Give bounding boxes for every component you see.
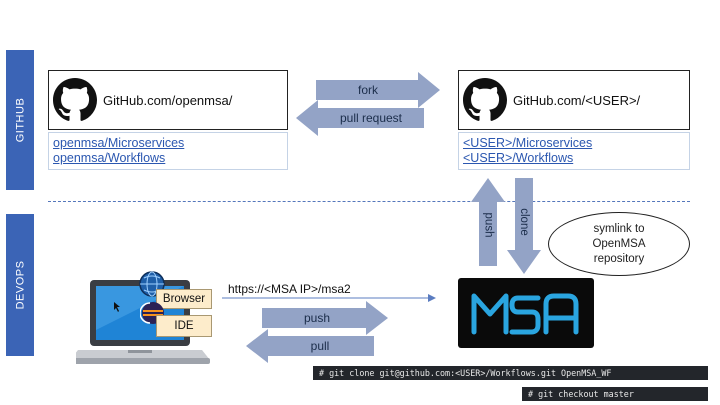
pull-request-arrow xyxy=(296,100,424,136)
note-line-2: OpenMSA xyxy=(592,237,646,250)
symlink-note-bubble: symlink to OpenMSA repository xyxy=(548,212,690,276)
clone-vertical-label: clone xyxy=(518,208,530,236)
clone-vertical-arrow xyxy=(507,178,541,274)
pull-request-arrow-label: pull request xyxy=(339,111,403,125)
push-vertical-label: push xyxy=(482,212,494,238)
fork-workflows-link[interactable]: <USER>/Workflows xyxy=(463,151,574,165)
upstream-microservices-link[interactable]: openmsa/Microservices xyxy=(53,136,185,150)
github-octocat-icon xyxy=(53,78,97,121)
pull-horizontal-label: pull xyxy=(310,339,330,353)
browser-label[interactable]: Browser xyxy=(156,289,212,309)
msa-logo-icon xyxy=(471,293,579,335)
url-arrow xyxy=(222,294,436,302)
push-horizontal-arrow xyxy=(262,301,388,335)
fork-repo-title: GitHub.com/<USER>/ xyxy=(513,92,641,108)
fork-arrow-label: fork xyxy=(357,83,378,97)
section-separator xyxy=(48,201,690,202)
ide-label[interactable]: IDE xyxy=(156,315,212,337)
push-vertical-arrow xyxy=(471,178,505,266)
terminal-line-1: # git clone git@github.com:<USER>/Workfl… xyxy=(319,368,612,378)
github-band-label: GITHUB xyxy=(14,97,26,143)
ide-label-text: IDE xyxy=(174,320,194,332)
devops-band: DEVOPS xyxy=(6,214,34,356)
github-band: GITHUB xyxy=(6,50,34,190)
note-line-3: repository xyxy=(593,252,645,265)
fork-microservices-link[interactable]: <USER>/Microservices xyxy=(463,136,593,150)
push-vertical-label-wrap: push xyxy=(471,205,505,245)
devops-band-label: DEVOPS xyxy=(14,260,27,310)
browser-label-text: Browser xyxy=(162,293,206,305)
github-octocat-icon xyxy=(463,78,507,121)
terminal-line-2: # git checkout master xyxy=(528,389,634,399)
terminal-checkout-command: # git checkout master xyxy=(522,387,708,401)
upstream-links-box: openmsa/Microservices openmsa/Workflows xyxy=(48,132,288,170)
msa-logo-box xyxy=(458,278,594,348)
upstream-repo-title: GitHub.com/openmsa/ xyxy=(103,92,233,108)
clone-vertical-label-wrap: clone xyxy=(507,200,541,244)
fork-arrow xyxy=(316,72,440,108)
upstream-workflows-link[interactable]: openmsa/Workflows xyxy=(53,151,166,165)
fork-repo-box: GitHub.com/<USER>/ xyxy=(458,70,690,130)
msa-url: https://<MSA IP>/msa2 xyxy=(228,282,351,296)
push-horizontal-label: push xyxy=(303,311,331,325)
note-line-1: symlink to xyxy=(593,222,645,235)
terminal-clone-command: # git clone git@github.com:<USER>/Workfl… xyxy=(313,366,708,380)
fork-links-box: <USER>/Microservices <USER>/Workflows xyxy=(458,132,690,170)
upstream-repo-box: GitHub.com/openmsa/ xyxy=(48,70,288,130)
pull-horizontal-arrow xyxy=(246,329,374,363)
